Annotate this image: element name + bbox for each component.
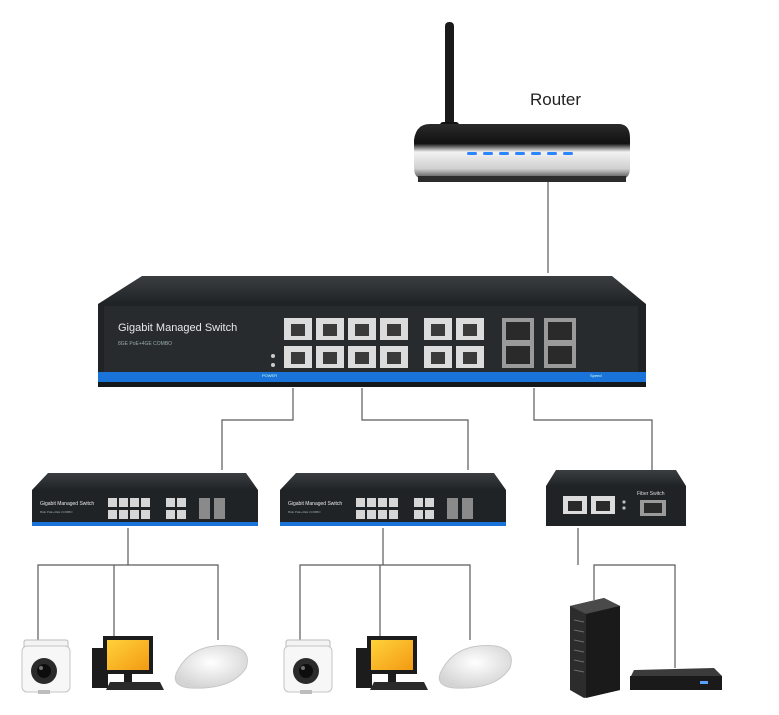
router	[414, 22, 630, 182]
access-switch-left-title: Gigabit Managed Switch	[40, 501, 95, 507]
connection-lines	[37, 182, 676, 668]
access-switch-right-subtitle: 8GE PoE+4GE COMBO	[288, 510, 321, 514]
main-switch	[98, 276, 646, 387]
router-status-leds	[467, 152, 573, 155]
main-switch-accent-strip	[98, 372, 646, 382]
main-switch-power-label: POWER	[262, 373, 278, 378]
main-switch-speed-label: Speed	[590, 373, 602, 378]
router-label: Router	[530, 90, 582, 109]
access-switch-left-subtitle: 8GE PoE+4GE COMBO	[40, 510, 73, 514]
access-switch-left	[32, 473, 258, 526]
ip-camera-icon	[283, 639, 333, 694]
router-antenna	[445, 22, 454, 130]
status-led	[271, 363, 275, 367]
network-video-recorder-icon	[630, 668, 722, 690]
main-switch-sfp-ports	[502, 318, 576, 368]
ip-camera-icon	[21, 639, 71, 694]
desktop-computer-icon	[92, 636, 164, 690]
wireless-access-point-icon	[438, 645, 512, 689]
access-switch-right	[280, 473, 506, 526]
main-switch-subtitle: 8GE PoE+4GE COMBO	[118, 341, 173, 347]
fiber-switch	[546, 470, 686, 526]
fiber-switch-title: Fiber Switch	[637, 491, 665, 497]
server-tower-icon	[570, 598, 620, 698]
desktop-computer-icon	[356, 636, 428, 690]
main-switch-title: Gigabit Managed Switch	[118, 322, 238, 334]
wireless-access-point-icon	[174, 645, 248, 689]
status-led	[271, 354, 275, 358]
access-switch-right-title: Gigabit Managed Switch	[288, 501, 343, 507]
